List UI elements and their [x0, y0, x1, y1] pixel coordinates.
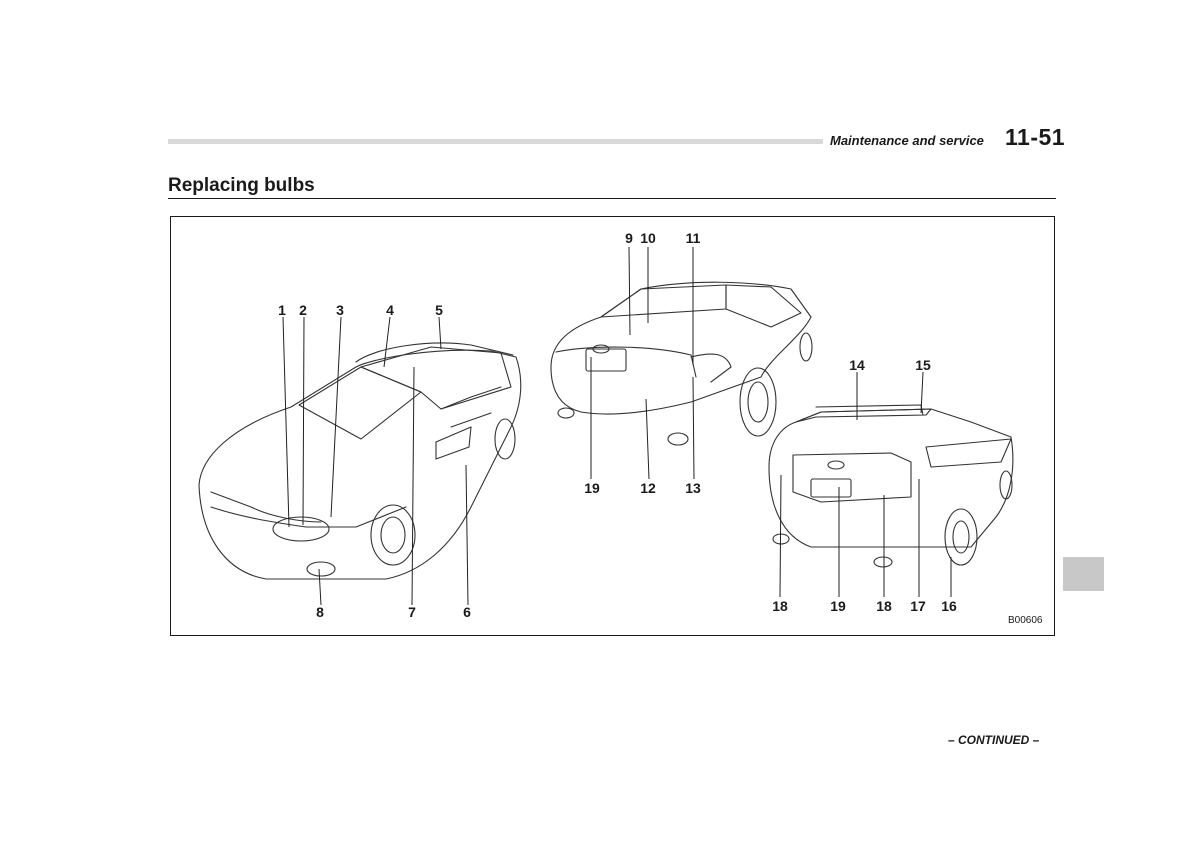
header-rule [168, 139, 823, 144]
callout-label: 9 [625, 230, 633, 246]
continued-note: – CONTINUED – [948, 733, 1040, 747]
callout-label: 7 [408, 604, 416, 620]
callout-label: 10 [640, 230, 656, 246]
header-section-title: Maintenance and service [830, 133, 984, 148]
callout-label: 6 [463, 604, 471, 620]
callout-label: 13 [685, 480, 701, 496]
callout-label: 19 [584, 480, 600, 496]
callout-label: 8 [316, 604, 324, 620]
callout-label: 3 [336, 302, 344, 318]
rear-sedan-drawing [550, 281, 813, 446]
car-illustrations [198, 246, 1014, 606]
rear-wagon-drawing [768, 404, 1014, 568]
callout-label: 18 [876, 598, 892, 614]
callout-label: 11 [685, 230, 701, 246]
callout-label: 19 [830, 598, 846, 614]
title-rule [168, 198, 1056, 199]
callout-label: 4 [386, 302, 394, 318]
callout-label: 1 [278, 302, 286, 318]
callout-label: 16 [941, 598, 957, 614]
bulb-location-figure: 1 2 3 4 5 6 7 8 9 10 11 12 13 14 15 19 1… [170, 216, 1055, 636]
front-wagon-drawing [198, 342, 522, 580]
chapter-thumb-tab [1063, 557, 1104, 591]
callout-label: 14 [849, 357, 865, 373]
callout-leader-lines [282, 246, 952, 606]
callout-label: 18 [772, 598, 788, 614]
figure-code: B00606 [1008, 615, 1043, 626]
callout-label: 2 [299, 302, 307, 318]
callout-label: 5 [435, 302, 443, 318]
callout-label: 12 [640, 480, 656, 496]
page-title: Replacing bulbs [168, 175, 315, 196]
header-page-number: 11-51 [1005, 124, 1066, 150]
callout-label: 17 [910, 598, 926, 614]
callout-label: 15 [915, 357, 931, 373]
